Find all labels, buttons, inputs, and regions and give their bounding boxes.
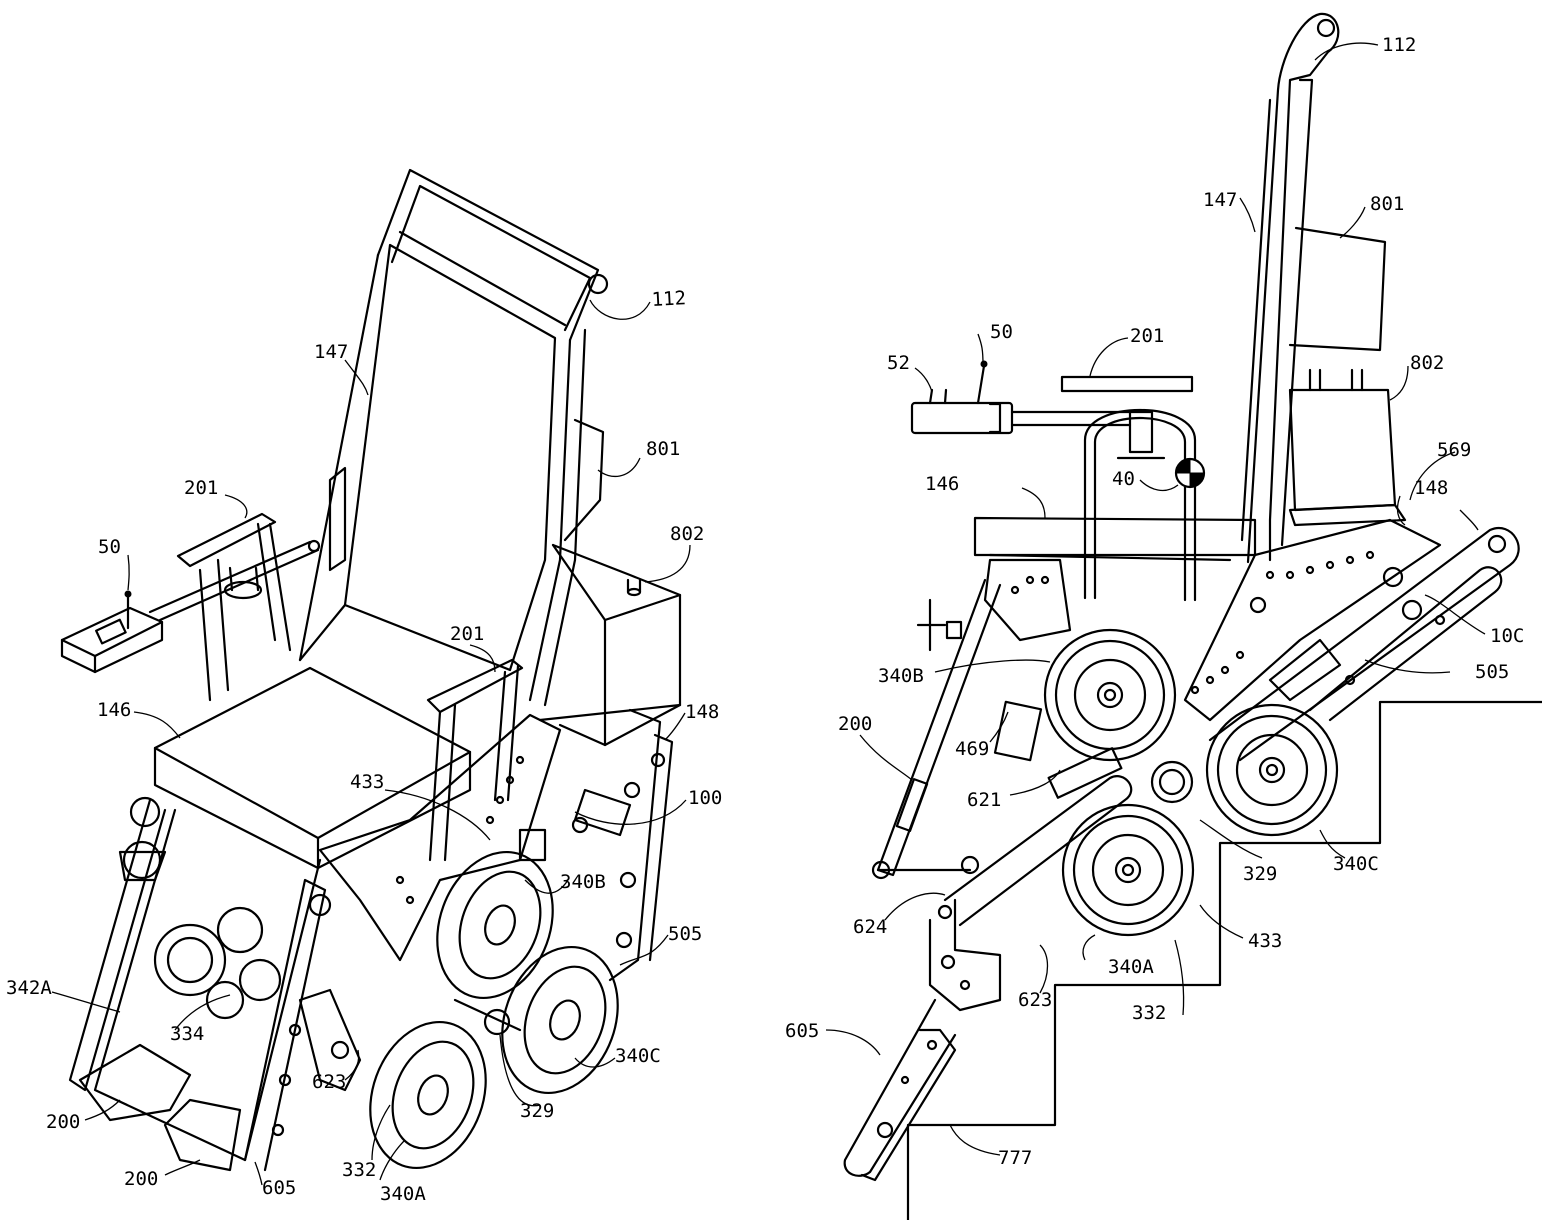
left-armrest-2 [426,658,524,862]
right-label-track: 505 [1475,661,1509,683]
right-controller [910,360,1132,435]
right-label-wheel-b: 340B [878,665,924,687]
right-track-beam [1208,527,1520,762]
right-pivot [1150,760,1194,804]
left-figure: 112 147 801 802 201 50 146 201 148 433 1… [6,168,722,1205]
right-lower-leg [843,998,957,1182]
left-label-box-lower: 802 [670,523,704,545]
right-label-lower-leg: 605 [785,1020,819,1042]
right-label-seat: 146 [925,473,959,495]
left-label-track: 505 [668,923,702,945]
left-wheel-a [369,1020,487,1170]
right-wheel-b [1043,628,1177,762]
right-label-handle: 112 [1382,34,1416,56]
left-handle-frame [298,168,609,707]
left-boxes [328,418,682,747]
left-label-wheel-left: 342A [6,977,52,999]
left-label-hub: 334 [170,1023,204,1045]
right-label-box-lower: 802 [1410,352,1444,374]
right-label-controller: 50 [990,321,1013,343]
left-seat [153,666,472,870]
left-lower-leg [243,878,332,1172]
right-wheel-a [1061,803,1195,937]
left-label-axle: 332 [342,1159,376,1181]
right-boxes [1288,226,1407,527]
right-label-bracket: 569 [1437,439,1471,461]
left-pivot [453,998,522,1036]
left-label-seat: 146 [97,699,131,721]
right-chassis [983,518,1442,722]
left-leaders [51,299,691,1186]
right-label-wheel-c: 340C [1333,853,1379,875]
right-label-motor: 469 [955,738,989,760]
left-label-foot-frame-2: 200 [124,1168,158,1190]
left-label-wheel-c: 340C [615,1045,661,1067]
right-labels: 112 147 801 50 52 201 802 569 146 40 148… [785,34,1524,1169]
left-label-armrest-1: 201 [184,477,218,499]
left-label-pivot: 329 [520,1100,554,1122]
right-label-stairs: 777 [998,1147,1032,1169]
right-label-leg-frame: 200 [838,713,872,735]
left-wheel-b [436,850,554,1000]
right-wheel-c [1205,703,1339,837]
right-link [928,775,1133,1012]
left-labels: 112 147 801 802 201 50 146 201 148 433 1… [6,287,722,1205]
right-label-roller: 624 [853,916,887,938]
left-wheel-c [501,945,619,1095]
left-link [298,988,362,1092]
left-label-controller: 50 [98,536,121,558]
left-label-armrest-2: 201 [450,623,484,645]
right-label-frame: 148 [1414,477,1448,499]
left-backrest [298,230,567,672]
left-armrest-1 [176,512,292,702]
left-label-lower-leg: 605 [262,1177,296,1199]
right-label-wheel-arm: 433 [1248,930,1282,952]
right-figure: 112 147 801 50 52 201 802 569 146 40 148… [785,12,1542,1220]
left-label-foot-frame-1: 200 [46,1111,80,1133]
right-seat [973,516,1257,562]
left-label-wheel-arm: 433 [350,771,384,793]
left-label-chassis: 100 [688,787,722,809]
right-handle [1240,12,1340,564]
right-label-wheel-a: 340A [1108,956,1154,978]
right-label-gear: 621 [967,789,1001,811]
left-label-wheel-a: 340A [380,1183,426,1205]
left-label-wheel-b: 340B [560,871,606,893]
right-label-link: 623 [1018,989,1052,1011]
left-side-plate [318,713,562,962]
right-label-armrest: 201 [1130,325,1164,347]
left-label-backrest: 147 [314,341,348,363]
right-label-axle: 332 [1132,1002,1166,1024]
left-controller [60,539,321,674]
right-label-backrest: 147 [1203,189,1237,211]
left-label-handle: 112 [651,287,686,311]
left-right-frame [538,703,682,982]
right-leg-frame [871,578,1002,880]
right-label-control-box: 52 [887,352,910,374]
right-armrest [1060,375,1206,602]
right-label-chassis: 10C [1490,625,1524,647]
right-stairs [906,700,1542,1220]
left-label-frame-right: 148 [685,701,719,723]
right-label-box-upper: 801 [1370,193,1404,215]
right-leaders [825,42,1486,1156]
left-foot-frame [78,1043,242,1172]
left-left-track [68,796,322,1162]
right-label-pivot: 329 [1243,863,1277,885]
left-label-link: 623 [312,1071,346,1093]
right-label-joint: 40 [1112,468,1135,490]
left-label-box-upper: 801 [646,438,680,460]
